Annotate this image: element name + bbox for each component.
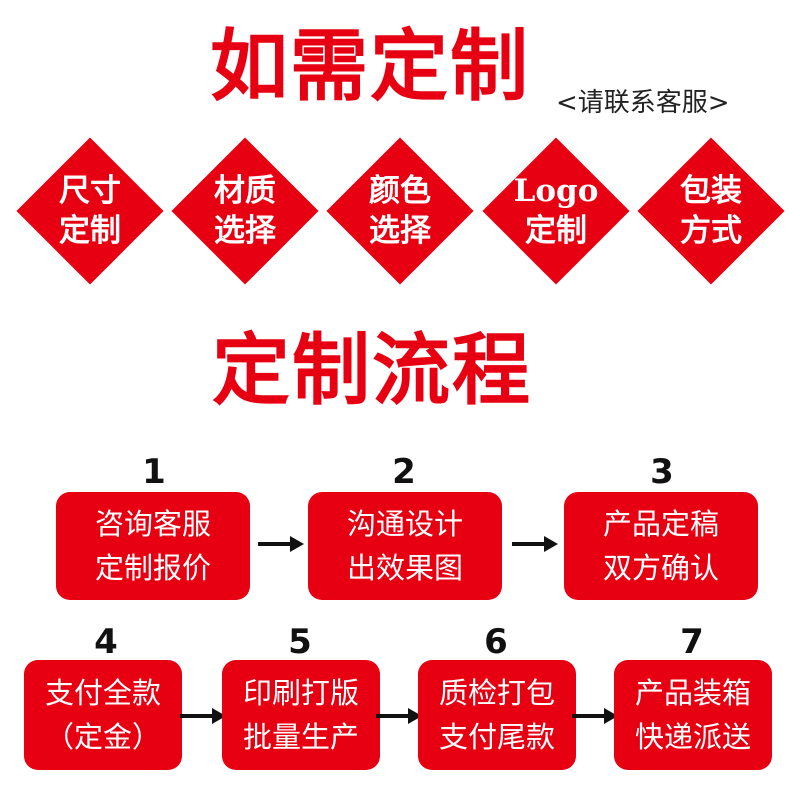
option-label-line1: Logo	[513, 173, 599, 209]
step-line1: 咨询客服	[94, 507, 211, 541]
step-number: 1	[142, 452, 166, 492]
step-line2: 双方确认	[602, 551, 719, 585]
option-packaging: 包装 方式	[636, 136, 786, 286]
arrow-right-icon	[376, 708, 422, 724]
step-box: 质检打包 支付尾款	[418, 660, 576, 770]
step-line1: 产品定稿	[602, 507, 719, 541]
option-label-line1: 包装	[680, 173, 742, 209]
step-line1: 沟通设计	[346, 507, 463, 541]
arrow-right-icon	[572, 708, 618, 724]
step-box: 产品装箱 快递派送	[614, 660, 772, 770]
option-material: 材质 选择	[170, 136, 320, 286]
step-line1: 质检打包	[438, 676, 555, 710]
step-number: 2	[392, 452, 416, 492]
option-label-line2: 定制	[59, 213, 121, 249]
contact-subtitle: <请联系客服>	[556, 88, 730, 118]
step-box: 咨询客服 定制报价	[56, 492, 250, 600]
step-line2: （定金）	[44, 720, 161, 754]
option-logo: Logo 定制	[481, 136, 631, 286]
step-line1: 印刷打版	[242, 676, 359, 710]
step-number: 5	[288, 622, 312, 662]
process-title: 定制流程	[212, 326, 533, 416]
arrow-right-icon	[258, 536, 304, 552]
step-number: 7	[680, 622, 704, 662]
arrow-right-icon	[180, 708, 226, 724]
option-label-line2: 选择	[214, 213, 276, 249]
step-number: 3	[650, 452, 674, 492]
step-box: 支付全款 （定金）	[24, 660, 182, 770]
step-number: 6	[484, 622, 508, 662]
step-line2: 出效果图	[346, 551, 463, 585]
step-box: 沟通设计 出效果图	[308, 492, 502, 600]
option-color: 颜色 选择	[325, 136, 475, 286]
option-label-line1: 材质	[214, 173, 276, 209]
option-label-line2: 选择	[369, 213, 431, 249]
step-line2: 批量生产	[242, 720, 359, 754]
arrow-right-icon	[512, 536, 558, 552]
option-label-line1: 尺寸	[59, 173, 121, 209]
option-label-line2: 方式	[680, 213, 742, 249]
step-box: 产品定稿 双方确认	[564, 492, 758, 600]
step-line2: 快递派送	[634, 720, 751, 754]
step-box: 印刷打版 批量生产	[222, 660, 380, 770]
option-size: 尺寸 定制	[15, 136, 165, 286]
step-line2: 定制报价	[94, 551, 211, 585]
option-label-line2: 定制	[525, 213, 587, 249]
option-label-line1: 颜色	[369, 173, 431, 209]
step-line1: 产品装箱	[634, 676, 751, 710]
step-line1: 支付全款	[44, 676, 161, 710]
page-title: 如需定制	[210, 22, 531, 112]
step-line2: 支付尾款	[438, 720, 555, 754]
step-number: 4	[94, 622, 118, 662]
